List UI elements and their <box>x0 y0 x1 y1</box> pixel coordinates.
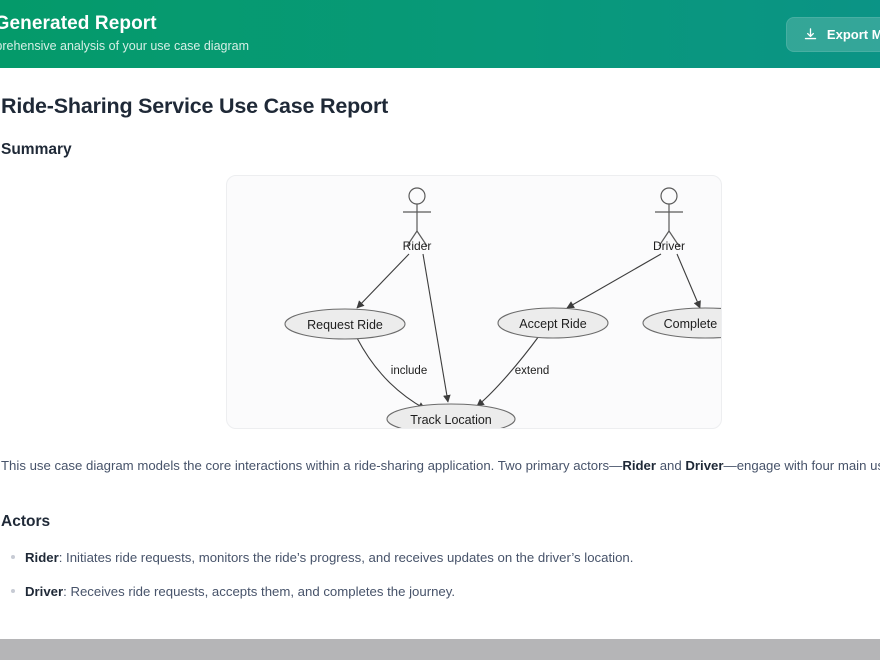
use-case-diagram-svg: Rider Driver <box>284 187 721 428</box>
actors-heading: Actors <box>1 512 51 530</box>
scrollable-content: AI-Generated Report Comprehensive analys… <box>0 0 880 639</box>
use-case-complete-ride: Complete Ride <box>642 307 721 339</box>
horizontal-scrollbar[interactable] <box>0 639 880 660</box>
use-case-complete-ride-label: Complete Ride <box>664 317 721 331</box>
app-title: AI-Generated Report <box>0 13 157 35</box>
report-document: Ride-Sharing Service Use Case Report Sum… <box>0 68 880 639</box>
use-case-track-location-label: Track Location <box>410 413 492 427</box>
summary-paragraph: This use case diagram models the core in… <box>1 453 880 479</box>
actor-rider: Rider <box>403 187 432 253</box>
use-case-accept-ride: Accept Ride <box>497 307 609 339</box>
edge-driver-complete-ride <box>676 253 701 309</box>
list-item-desc: : Initiates ride requests, monitors the … <box>58 549 634 565</box>
list-item-term: Rider <box>25 549 59 565</box>
export-markdown-button[interactable]: Export Markdown <box>785 16 880 52</box>
para-actor-rider: Rider <box>622 458 657 473</box>
header-text-group: AI-Generated Report Comprehensive analys… <box>0 13 249 54</box>
list-item: Driver: Receives ride requests, accepts … <box>1 581 880 602</box>
actor-driver-label: Driver <box>653 239 685 253</box>
app-header: AI-Generated Report Comprehensive analys… <box>0 0 880 68</box>
edge-request-ride-include-track-location <box>356 337 426 410</box>
download-icon <box>803 27 818 42</box>
edge-rider-request-ride <box>356 253 410 309</box>
edge-rider-track-location <box>422 253 451 403</box>
actors-list: Rider: Initiates ride requests, monitors… <box>1 547 880 639</box>
list-item-desc: : Receives ride requests, accepts them, … <box>63 583 456 599</box>
use-case-request-ride-label: Request Ride <box>307 318 383 332</box>
use-case-track-location: Track Location <box>386 403 516 428</box>
summary-heading: Summary <box>1 141 72 158</box>
para-text-1: This use case diagram models the core in… <box>1 458 623 473</box>
edge-label-extend: extend <box>515 365 550 377</box>
use-case-accept-ride-label: Accept Ride <box>519 317 586 331</box>
edge-label-include: include <box>391 365 427 377</box>
list-item-term: Driver <box>25 583 64 599</box>
actor-rider-label: Rider <box>403 239 432 253</box>
use-case-request-ride: Request Ride <box>284 308 406 340</box>
para-text-3: —engage with four main use cases: <box>723 458 880 473</box>
report-title: Ride-Sharing Service Use Case Report <box>1 94 389 118</box>
edge-driver-accept-ride <box>566 253 662 309</box>
app-subtitle: Comprehensive analysis of your use case … <box>0 39 249 54</box>
use-case-diagram-card: Rider Driver <box>226 175 722 429</box>
export-markdown-label: Export Markdown <box>826 26 880 42</box>
actor-driver: Driver <box>653 187 685 253</box>
para-actor-driver: Driver <box>685 458 724 473</box>
para-text-2: and <box>656 458 686 473</box>
edge-accept-ride-extend-track-location <box>476 335 540 407</box>
list-item: Rider: Initiates ride requests, monitors… <box>1 547 880 568</box>
